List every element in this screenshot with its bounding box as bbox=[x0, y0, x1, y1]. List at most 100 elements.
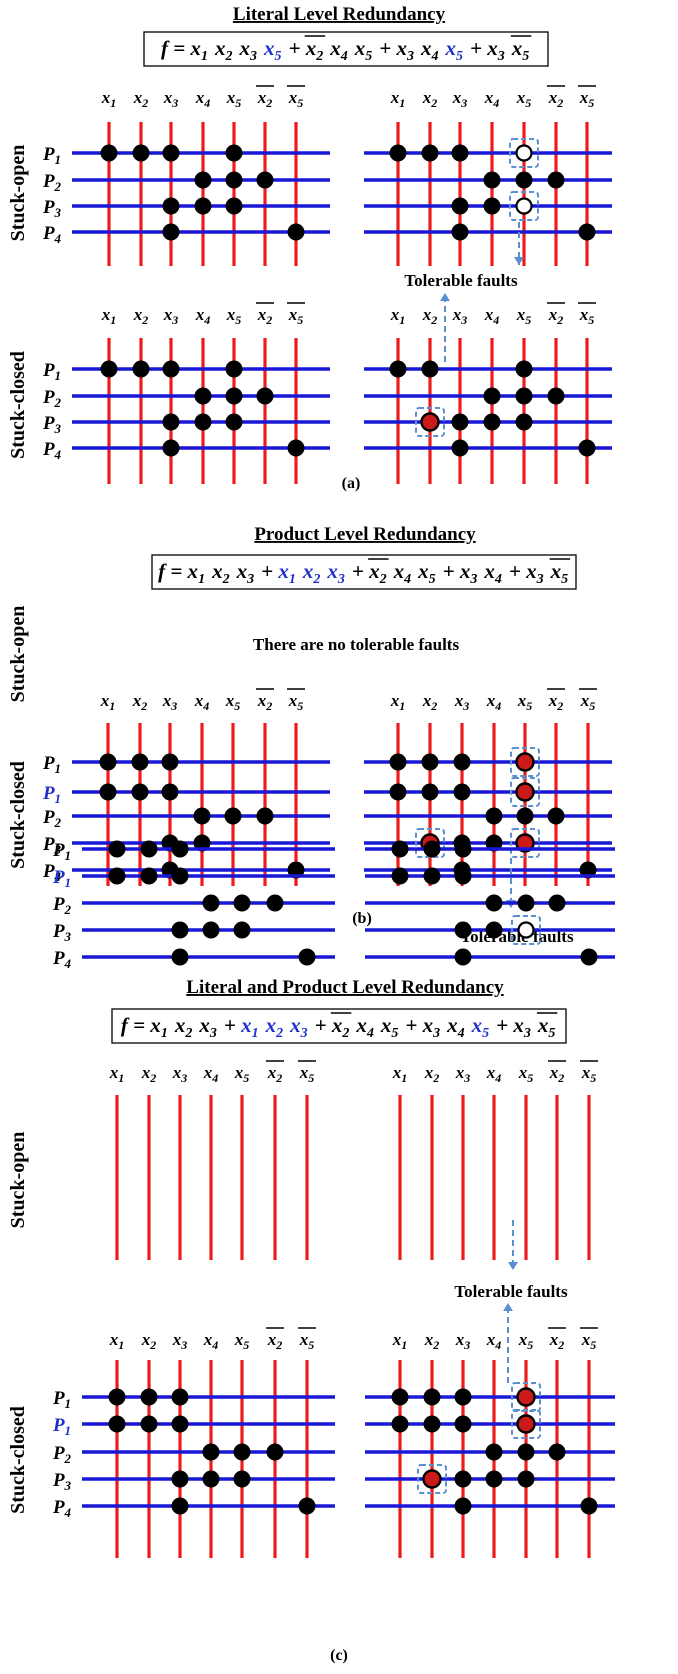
column-label: x4 bbox=[484, 88, 500, 110]
svg-text:x2: x2 bbox=[424, 1330, 440, 1352]
switch-dot bbox=[483, 197, 501, 215]
svg-text:x3: x3 bbox=[172, 1063, 188, 1085]
svg-text:x2: x2 bbox=[267, 1330, 283, 1352]
svg-text:P2: P2 bbox=[52, 1443, 72, 1466]
switch-dot bbox=[298, 1497, 316, 1515]
switch-dot bbox=[131, 753, 149, 771]
column-label: x2 bbox=[422, 691, 438, 713]
switch-dot bbox=[132, 144, 150, 162]
switch-dot bbox=[225, 197, 243, 215]
column-label: x5 bbox=[287, 688, 305, 713]
row-label: P4 bbox=[42, 223, 62, 246]
section-a-stuck-closed-label: Stuck-closed bbox=[7, 351, 29, 459]
svg-text:x3: x3 bbox=[172, 1330, 188, 1352]
svg-text:x2: x2 bbox=[548, 305, 564, 327]
svg-text:P1: P1 bbox=[52, 867, 71, 890]
column-label: x5 bbox=[579, 688, 597, 713]
column-label: x2 bbox=[266, 1060, 284, 1085]
switch-dot bbox=[140, 867, 158, 885]
column-label: x2 bbox=[547, 302, 565, 327]
svg-text:x3: x3 bbox=[455, 1063, 471, 1085]
column-label: x3 bbox=[452, 88, 468, 110]
column-label: x5 bbox=[225, 691, 241, 713]
column-label: x5 bbox=[518, 1063, 534, 1085]
switch-dot bbox=[485, 1470, 503, 1488]
switch-dot bbox=[547, 807, 565, 825]
switch-dot bbox=[515, 413, 533, 431]
column-label: x5 bbox=[580, 1060, 598, 1085]
column-label: x1 bbox=[100, 691, 116, 713]
switch-dot bbox=[108, 1388, 126, 1406]
switch-dot bbox=[389, 783, 407, 801]
switch-dot bbox=[451, 439, 469, 457]
column-label: x2 bbox=[133, 305, 149, 327]
row-label: P4 bbox=[42, 861, 62, 884]
row-label: P2 bbox=[42, 387, 62, 410]
switch-dot bbox=[485, 1443, 503, 1461]
switch-dot bbox=[483, 387, 501, 405]
column-label: x1 bbox=[101, 88, 117, 110]
svg-text:x4: x4 bbox=[194, 691, 210, 713]
fault-box bbox=[509, 138, 539, 168]
switch-dot bbox=[423, 1388, 441, 1406]
svg-text:x1: x1 bbox=[100, 691, 116, 713]
switch-dot bbox=[193, 834, 211, 852]
svg-text:f = x1 x2 x3 + x1 x2 x3: f = x1 x2 x3 + x1 x2 x3 + x2 x4 x5 + x3 … bbox=[121, 1013, 557, 1041]
switch-dot bbox=[256, 387, 274, 405]
svg-text:x5: x5 bbox=[517, 691, 533, 713]
row-label: P3 bbox=[52, 1470, 72, 1493]
svg-text:x3: x3 bbox=[455, 1330, 471, 1352]
svg-text:P1: P1 bbox=[42, 753, 61, 776]
fault-box bbox=[511, 915, 541, 945]
column-label: x4 bbox=[486, 1063, 502, 1085]
fault-box bbox=[417, 1464, 447, 1494]
svg-text:x2: x2 bbox=[133, 88, 149, 110]
svg-text:x3: x3 bbox=[452, 88, 468, 110]
switch-dot bbox=[517, 1470, 535, 1488]
switch-dot bbox=[454, 867, 472, 885]
svg-text:x3: x3 bbox=[454, 691, 470, 713]
svg-text:x1: x1 bbox=[390, 88, 406, 110]
switch-dot bbox=[161, 753, 179, 771]
column-label: x3 bbox=[172, 1063, 188, 1085]
column-label: x5 bbox=[234, 1330, 250, 1352]
fault-closed-switch bbox=[422, 1469, 442, 1489]
row-label: P1 bbox=[42, 753, 61, 776]
switch-dot bbox=[108, 867, 126, 885]
column-label: x3 bbox=[454, 691, 470, 713]
section-a-arrow-up bbox=[440, 293, 450, 362]
fault-closed-switch bbox=[516, 1387, 536, 1407]
switch-dot bbox=[578, 439, 596, 457]
svg-text:P1: P1 bbox=[52, 1415, 71, 1438]
section-a-caption: (a) bbox=[342, 475, 361, 492]
svg-text:x2: x2 bbox=[141, 1063, 157, 1085]
switch-dot bbox=[389, 144, 407, 162]
switch-dot bbox=[451, 197, 469, 215]
switch-dot bbox=[266, 1443, 284, 1461]
switch-dot bbox=[162, 413, 180, 431]
section-c-caption: (c) bbox=[330, 1647, 348, 1664]
switch-dot bbox=[287, 439, 305, 457]
switch-dot bbox=[171, 867, 189, 885]
svg-text:x5: x5 bbox=[579, 88, 595, 110]
column-label: x5 bbox=[287, 302, 305, 327]
switch-dot bbox=[548, 1443, 566, 1461]
column-label: x2 bbox=[422, 88, 438, 110]
svg-text:P2: P2 bbox=[42, 807, 62, 830]
column-label: x4 bbox=[203, 1330, 219, 1352]
column-label: x5 bbox=[517, 691, 533, 713]
fault-open-switch bbox=[517, 921, 535, 939]
svg-text:f = x1 x2 x3 + x1 x2 x3: f = x1 x2 x3 + x1 x2 x3 + x2 x4 x5 + x3 … bbox=[158, 559, 570, 587]
column-label: x5 bbox=[226, 88, 242, 110]
row-label: P1 bbox=[52, 1388, 71, 1411]
row-label: P1 bbox=[52, 1415, 71, 1438]
row-label: P1 bbox=[42, 144, 61, 167]
switch-dot bbox=[225, 387, 243, 405]
svg-text:x1: x1 bbox=[101, 88, 117, 110]
svg-text:x5: x5 bbox=[581, 1330, 597, 1352]
switch-dot bbox=[171, 1470, 189, 1488]
